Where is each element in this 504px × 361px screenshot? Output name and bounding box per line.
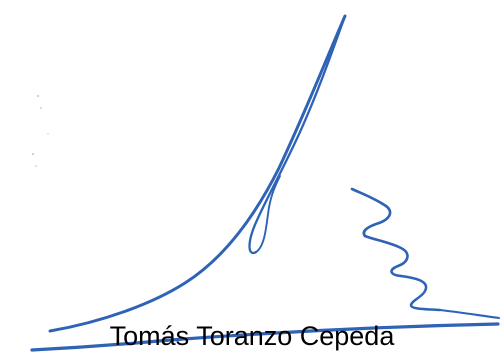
signature-tail-stroke	[438, 308, 501, 320]
signature-zigzag-bottom	[399, 274, 442, 312]
signature-stroke-long-base	[30, 322, 500, 352]
signature-zigzag-top	[350, 187, 392, 238]
signature-stroke-rising-right	[248, 14, 347, 255]
paper-specks	[31, 94, 49, 167]
signature-stroke-rising-left	[48, 14, 347, 333]
signature-loop-stroke	[255, 175, 281, 253]
signer-name: Tomás Toranzo Cepeda	[109, 321, 395, 351]
signature-zigzag-middle	[363, 234, 409, 278]
